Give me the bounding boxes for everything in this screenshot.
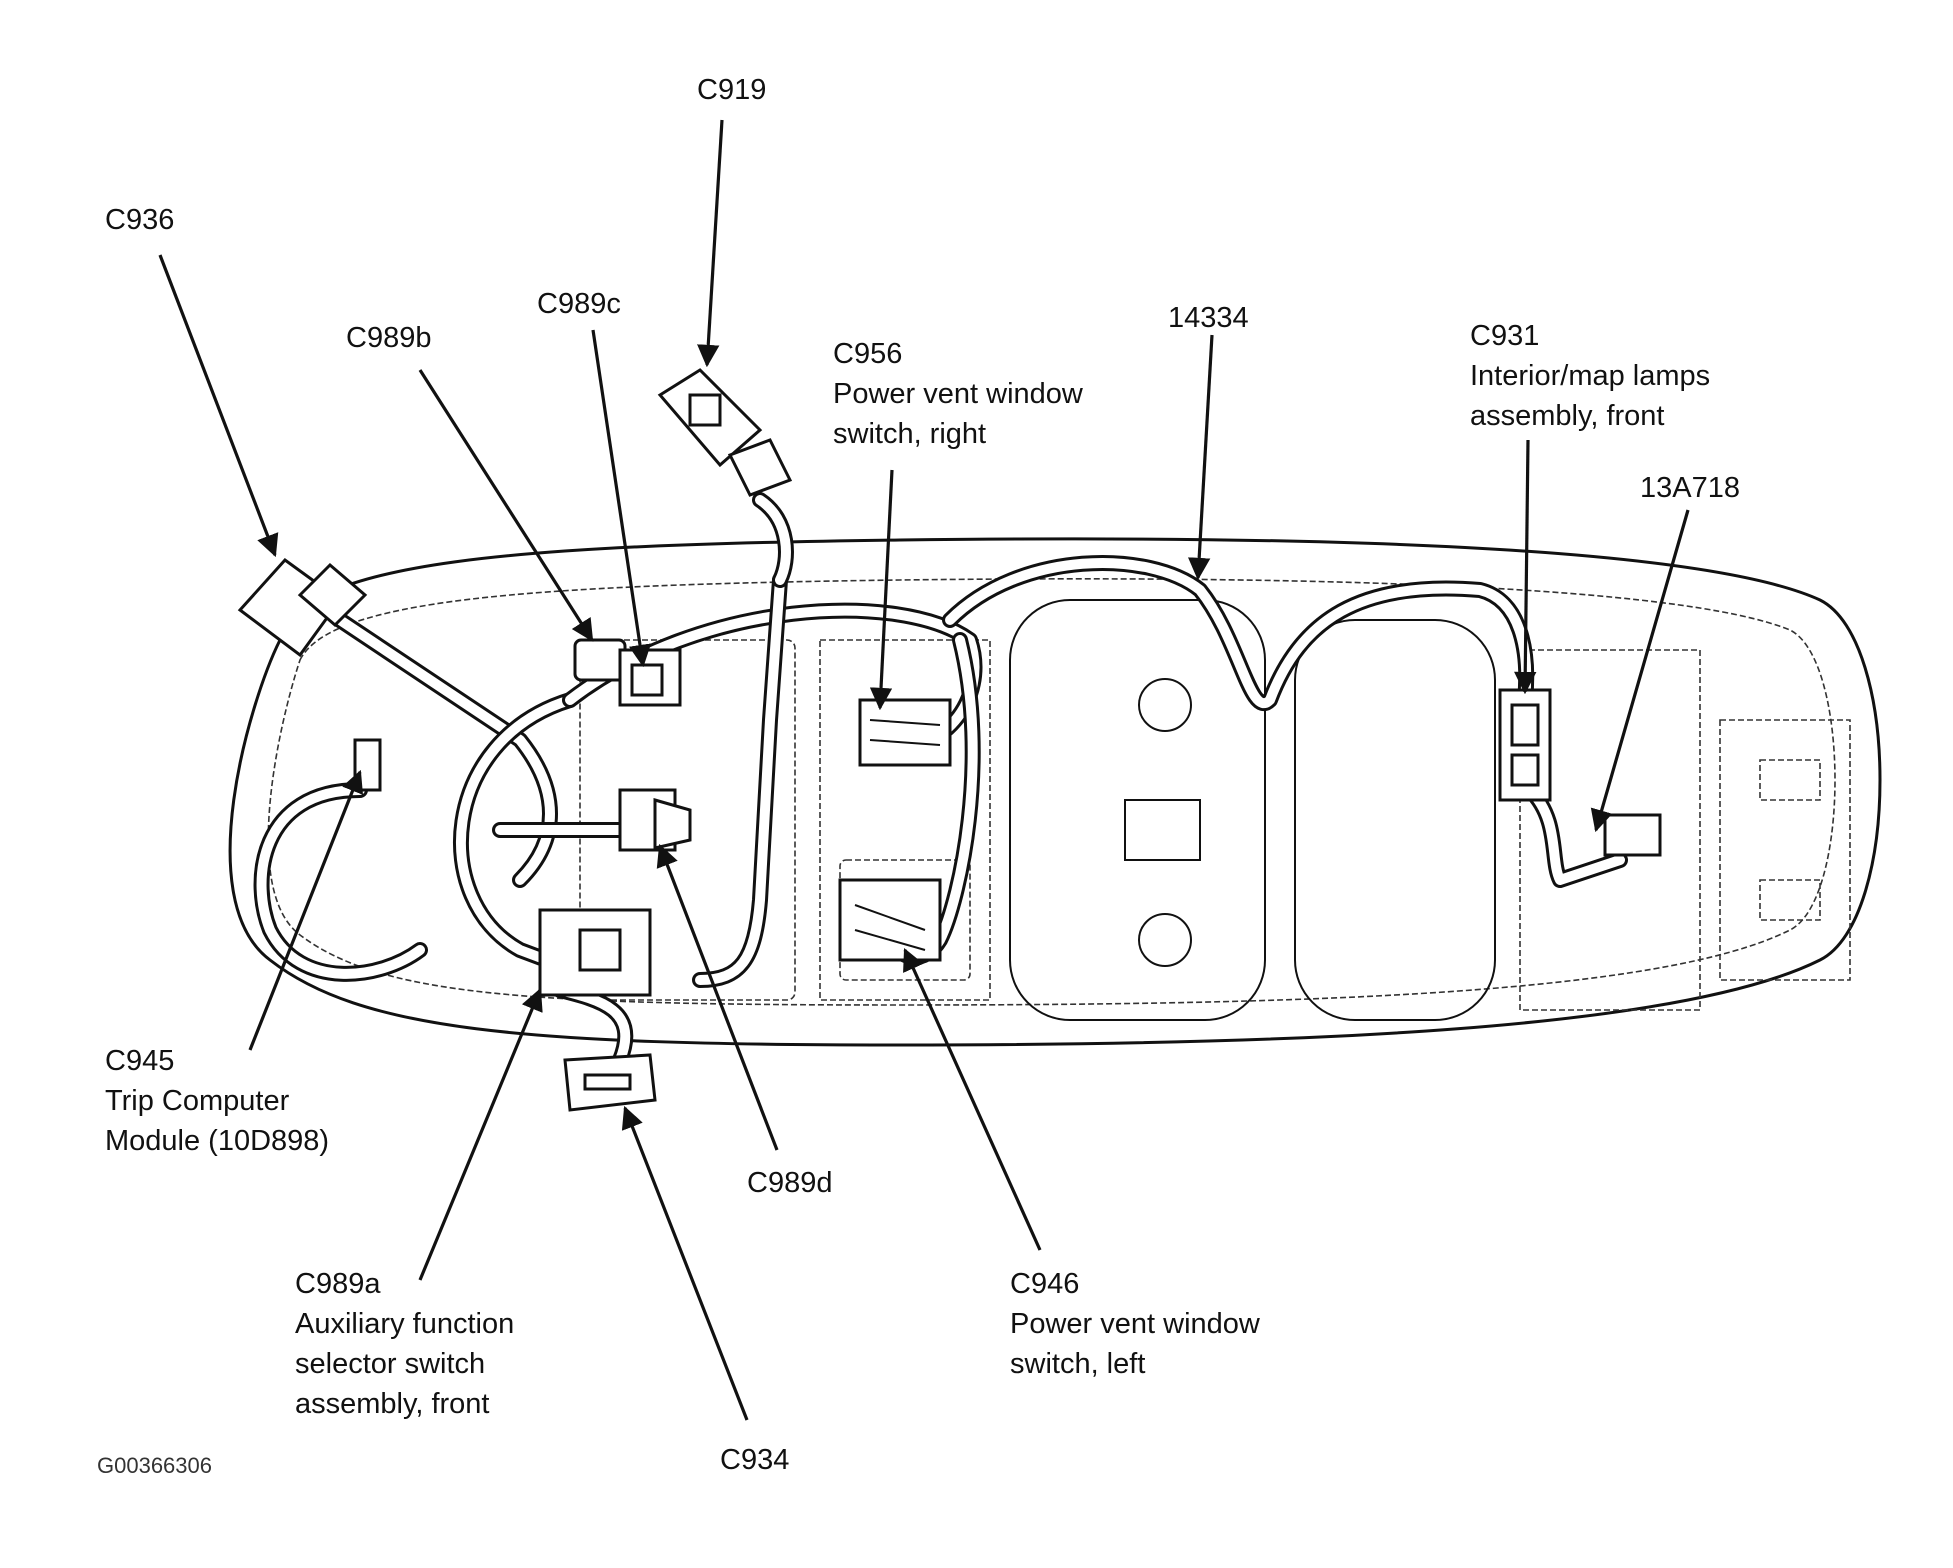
leader-c989b (418, 369, 594, 642)
label-c989c: C989c (537, 288, 621, 320)
connector-c946 (838, 878, 942, 962)
label-c934: C934 (720, 1444, 790, 1476)
label-c919: C919 (697, 74, 767, 106)
label-c956: C956 Power vent window switch, right (833, 338, 1083, 450)
leader-c919 (697, 119, 724, 368)
wiring-harness (253, 492, 1628, 1068)
label-c936: C936 (105, 204, 175, 236)
connector-c931 (1498, 688, 1552, 802)
leader-c945 (248, 769, 363, 1051)
label-c989d: C989d (747, 1167, 833, 1199)
figure-code: G00366306 (97, 1453, 212, 1478)
leader-c989a (418, 987, 543, 1281)
connector-c936 (237, 557, 368, 658)
connector-c945 (353, 738, 382, 792)
leader-c956 (869, 469, 894, 711)
label-c989b: C989b (346, 322, 432, 354)
connector-13a718 (1603, 813, 1662, 857)
console-inner-details (579, 599, 1851, 1021)
connectors (237, 368, 1662, 1112)
label-13a718: 13A718 (1640, 472, 1740, 504)
connector-c919 (657, 368, 793, 497)
connector-c989b (573, 638, 627, 682)
leader-c931 (1514, 439, 1537, 695)
connector-c956 (858, 698, 952, 767)
leader-13a718 (1590, 509, 1690, 833)
leader-14334 (1187, 334, 1214, 581)
connector-c989c (618, 648, 682, 707)
label-14334: 14334 (1168, 302, 1249, 334)
label-c946: C946 Power vent window switch, left (1010, 1268, 1260, 1380)
leader-c989d (656, 843, 779, 1151)
leader-c946 (903, 947, 1042, 1251)
connector-c934 (563, 1053, 657, 1112)
leader-c936 (158, 254, 279, 558)
leader-c989c (591, 329, 652, 668)
label-c989a: C989a Auxiliary function selector switch… (295, 1268, 515, 1420)
leader-arrows (158, 119, 1690, 1421)
connector-c989d (618, 788, 692, 852)
connector-c989a (538, 908, 652, 997)
label-c945: C945 Trip Computer Module (10D898) (105, 1045, 330, 1157)
overhead-console-housing (228, 537, 1882, 1047)
label-c931: C931 Interior/map lamps assembly, front (1470, 320, 1711, 432)
leader-c934 (621, 1105, 749, 1421)
